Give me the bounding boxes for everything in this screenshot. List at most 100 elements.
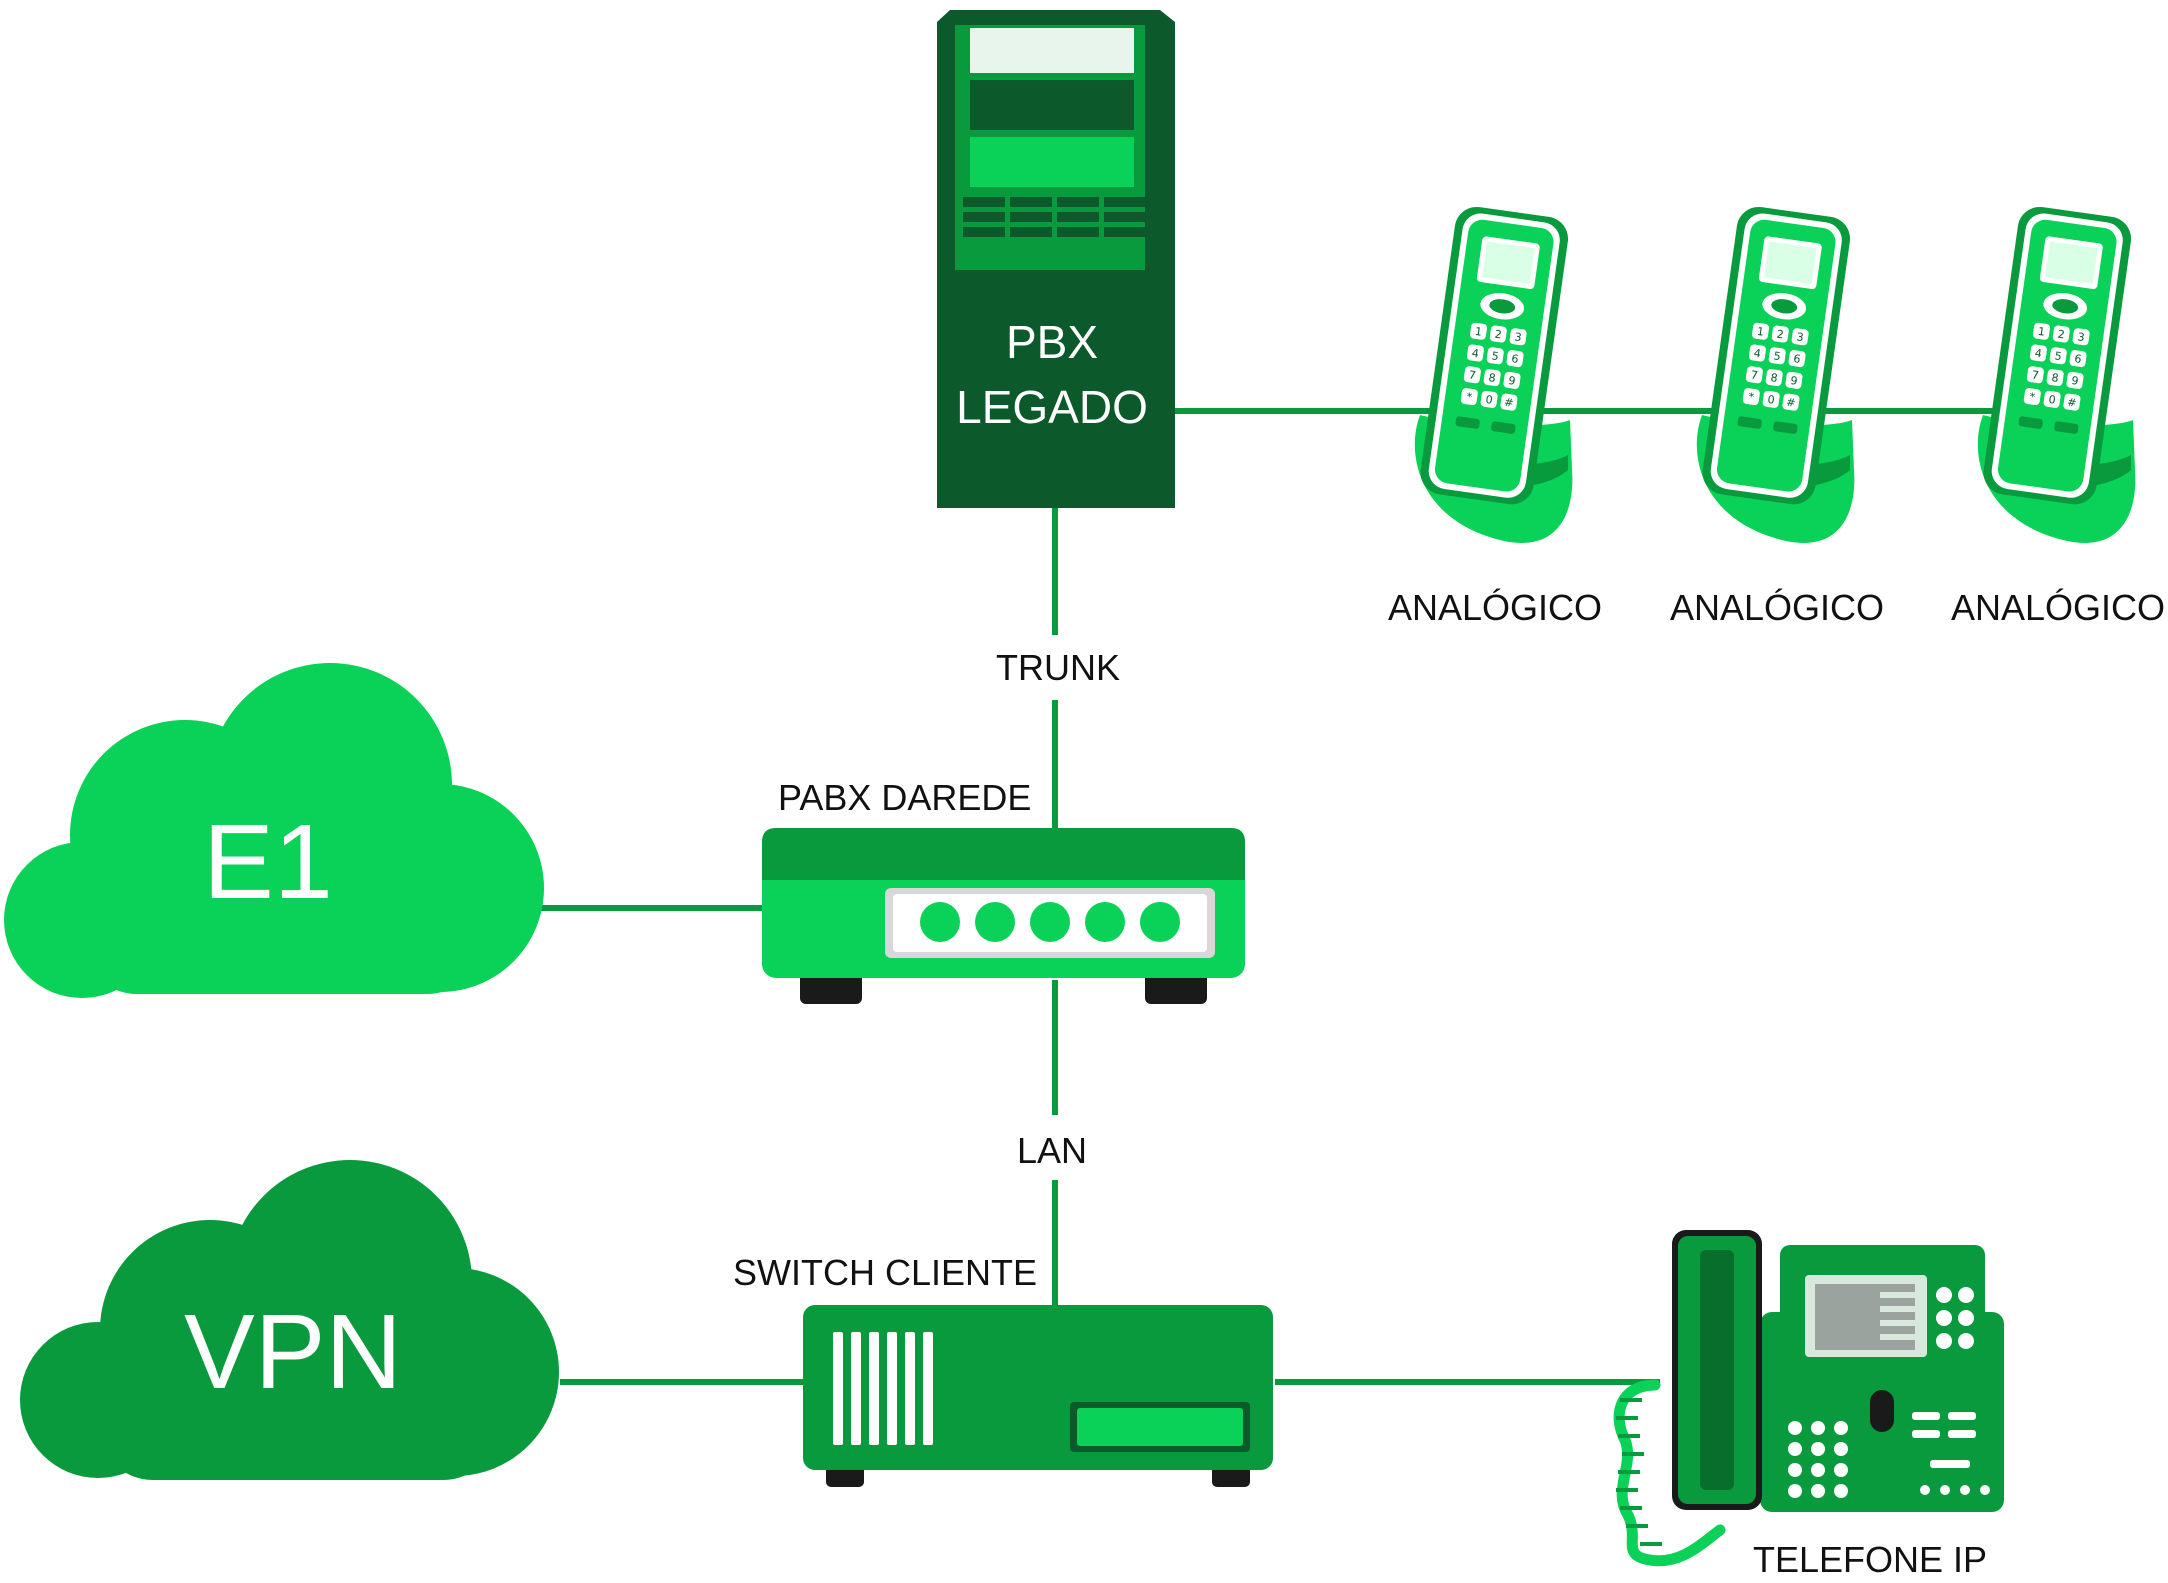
connection-lines	[535, 408, 2020, 1385]
keypad-key	[1768, 347, 1786, 365]
keypad-key	[2046, 369, 2064, 387]
keypad-key	[2023, 388, 2041, 406]
keypad-key-label: 3	[1514, 330, 1523, 344]
keypad-key	[1466, 344, 1484, 362]
switch-label: SWITCH CLIENTE	[733, 1252, 1037, 1293]
keypad-key	[1489, 325, 1507, 343]
keypad-key	[1509, 328, 1527, 346]
keypad-key	[1500, 393, 1518, 411]
keypad-key-label: 0	[1485, 393, 1494, 407]
keypad-key	[2049, 347, 2067, 365]
keypad-key-label: *	[1748, 390, 1756, 404]
pbx-title-line1: PBX	[1006, 316, 1098, 368]
keypad-key	[2043, 390, 2061, 408]
keypad-key-label: 4	[1471, 347, 1480, 361]
keypad-key	[1742, 388, 1760, 406]
keypad-key-label: 8	[1770, 371, 1779, 385]
keypad-key-label: 8	[2051, 371, 2060, 385]
e1-cloud: E1	[4, 663, 544, 998]
keypad-key	[2032, 322, 2051, 340]
keypad-key-label: 3	[2077, 330, 2086, 344]
keypad-key-label: 5	[1773, 349, 1782, 363]
keypad-key-label: *	[1466, 390, 1474, 404]
keypad-key-label: 8	[1488, 371, 1497, 385]
keypad-key-label: 2	[2057, 328, 2066, 342]
keypad-key	[1506, 350, 1524, 368]
keypad-key-label: 4	[2034, 347, 2043, 361]
keypad-key-label: *	[2029, 390, 2037, 404]
cloud-icon	[4, 663, 544, 998]
pabx-label: PABX DAREDE	[778, 777, 1031, 818]
keypad-key-label: 0	[2048, 393, 2057, 407]
keypad-key-label: 6	[2074, 352, 2083, 366]
keypad-key	[1463, 366, 1481, 384]
keypad-key	[2029, 344, 2047, 362]
router-icon	[762, 828, 1245, 1004]
keypad-key	[1469, 322, 1488, 340]
keypad-key	[1788, 350, 1806, 368]
keypad-key-label: 3	[1796, 330, 1805, 344]
keypad-key-label: 7	[1468, 368, 1477, 382]
keypad-key	[2066, 371, 2084, 389]
keypad-key-label: 2	[1776, 328, 1785, 342]
phone-label: ANALÓGICO	[1951, 587, 2165, 628]
ip-phone: TELEFONE IP	[1613, 1230, 2004, 1580]
keypad-key	[1503, 371, 1521, 389]
vpn-cloud-label: VPN	[184, 1293, 402, 1411]
desk-phone-icon	[1613, 1230, 2004, 1567]
ip-phone-label: TELEFONE IP	[1753, 1539, 1987, 1580]
phone-label: ANALÓGICO	[1388, 587, 1602, 628]
keypad-key	[1771, 325, 1789, 343]
keypad-key-label: 5	[2054, 349, 2063, 363]
keypad-key	[1765, 369, 1783, 387]
keypad-key	[2069, 350, 2087, 368]
keypad-key-label: 6	[1793, 352, 1802, 366]
keypad-key-label: #	[1503, 396, 1514, 410]
trunk-label: TRUNK	[996, 647, 1120, 688]
keypad-key	[1745, 366, 1763, 384]
server-tower-icon	[937, 10, 1175, 508]
keypad-key-label: #	[2066, 396, 2077, 410]
switch-cliente: SWITCH CLIENTE	[733, 1252, 1273, 1487]
keypad-key-label: 1	[2037, 325, 2046, 339]
e1-cloud-label: E1	[203, 803, 333, 921]
keypad-key-label: 7	[1750, 368, 1759, 382]
keypad-key-label: 9	[1508, 374, 1517, 388]
pbx-tower: PBX LEGADO	[937, 10, 1175, 508]
keypad-key-label: 0	[1767, 393, 1776, 407]
keypad-key-label: 7	[2031, 368, 2040, 382]
keypad-key	[1460, 388, 1478, 406]
keypad-key-label: 6	[1511, 352, 1520, 366]
vpn-cloud: VPN	[20, 1160, 559, 1480]
switch-icon	[803, 1305, 1273, 1487]
keypad-key-label: 4	[1753, 347, 1762, 361]
keypad-key-label: 5	[1491, 349, 1500, 363]
keypad-key	[2052, 325, 2070, 343]
keypad-key-label: 9	[2071, 374, 2080, 388]
keypad-key	[2063, 393, 2081, 411]
keypad-key	[1762, 390, 1780, 408]
pbx-title-line2: LEGADO	[956, 381, 1148, 433]
keypad-key	[1480, 390, 1498, 408]
keypad-key-label: 1	[1474, 325, 1483, 339]
keypad-key	[1791, 328, 1809, 346]
keypad-key	[2026, 366, 2044, 384]
cloud-icon	[20, 1160, 559, 1480]
phone-label: ANALÓGICO	[1670, 587, 1884, 628]
keypad-key	[1483, 369, 1501, 387]
keypad-key	[1785, 371, 1803, 389]
keypad-key	[1751, 322, 1770, 340]
keypad-key-label: #	[1785, 396, 1796, 410]
keypad-key-label: 1	[1756, 325, 1765, 339]
pabx-darede: PABX DAREDE	[762, 777, 1245, 1004]
keypad-key	[1782, 393, 1800, 411]
keypad-key	[1486, 347, 1504, 365]
